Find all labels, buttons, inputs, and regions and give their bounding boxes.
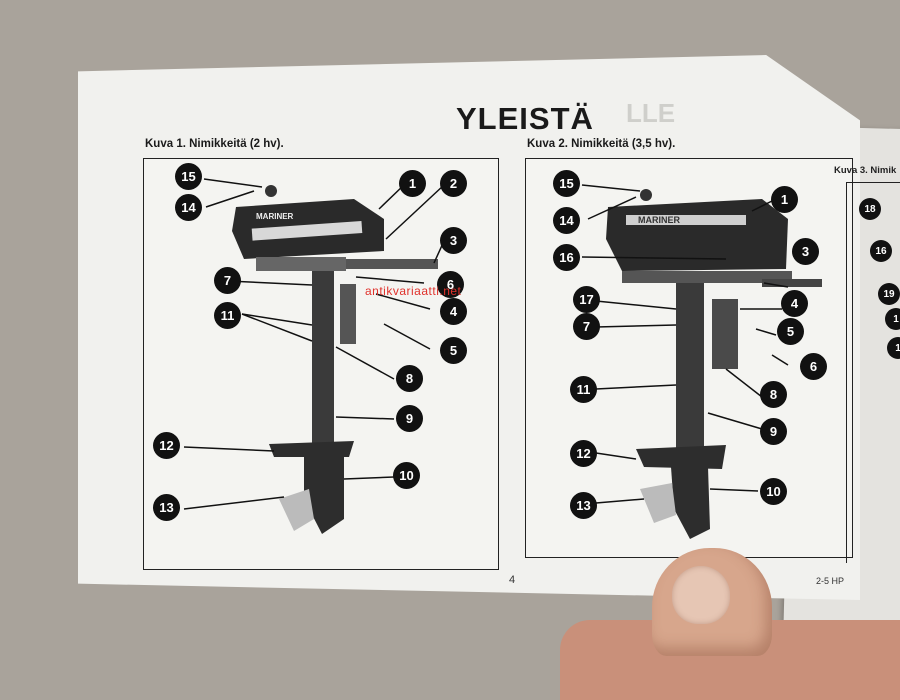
figure2-callout-14: 14 [553, 207, 580, 234]
figure2-callout-12: 12 [570, 440, 597, 467]
figure2-callout-7: 7 [573, 313, 600, 340]
figure1-callout-4: 4 [440, 298, 467, 325]
figure1-callout-2: 2 [440, 170, 467, 197]
figure2-callout-1: 1 [771, 186, 798, 213]
figure3-callout-1b: 1 [887, 337, 900, 359]
figure1-callout-15: 15 [175, 163, 202, 190]
figure1-callout-14: 14 [175, 194, 202, 221]
model-code: 2-5 HP [816, 576, 845, 586]
figure3-caption: Kuva 3. Nimik [834, 165, 897, 176]
figure3-callout-16: 16 [870, 240, 892, 262]
figure1-callout-1: 1 [399, 170, 426, 197]
figure3-callout-18: 18 [859, 198, 881, 220]
figure1-callout-11: 11 [214, 302, 241, 329]
figure3-frame [846, 182, 900, 563]
figure1-callout-9: 9 [396, 405, 423, 432]
figure3-callout-19: 19 [878, 283, 900, 305]
figure2-caption: Kuva 2. Nimikkeitä (3,5 hv). [527, 138, 676, 150]
figure1-callout-8: 8 [396, 365, 423, 392]
figure3-callout-1a: 1 [885, 308, 900, 330]
figure1-frame: MARINER [143, 158, 499, 570]
figure1-callout-12: 12 [153, 432, 180, 459]
figure1-motor-drawing: MARINER [183, 178, 445, 534]
figure2-callout-8: 8 [760, 381, 787, 408]
page-title: YLEISTÄ [456, 101, 594, 136]
figure1-callout-13: 13 [153, 494, 180, 521]
figure1-callout-10: 10 [393, 462, 420, 489]
watermark: antikvariaatti.net [365, 284, 462, 298]
figure2-callout-11: 11 [570, 376, 597, 403]
figure2-callout-9: 9 [760, 418, 787, 445]
figure2-callout-6: 6 [800, 353, 827, 380]
show-through-heading: LLE [626, 98, 676, 128]
page-number: 4 [509, 574, 516, 586]
figure1-caption: Kuva 1. Nimikkeitä (2 hv). [145, 138, 284, 150]
figure2-motor-drawing: MARINER [581, 184, 822, 539]
thumbnail [672, 566, 730, 624]
figure1-callout-6: 6 [437, 271, 464, 298]
figure1-callout-5: 5 [440, 337, 467, 364]
figure2-callout-16: 16 [553, 244, 580, 271]
figure2-callout-5: 5 [777, 318, 804, 345]
figure1-callout-3: 3 [440, 227, 467, 254]
figure1-callout-7: 7 [214, 267, 241, 294]
figure2-callout-4: 4 [781, 290, 808, 317]
figure2-callout-17: 17 [573, 286, 600, 313]
figure2-callout-10: 10 [760, 478, 787, 505]
figure2-callout-13: 13 [570, 492, 597, 519]
figure2-brand-label: MARINER [638, 215, 680, 225]
figure2-frame: MARINER [525, 158, 853, 558]
figure2-callout-15: 15 [553, 170, 580, 197]
figure2-callout-3: 3 [792, 238, 819, 265]
figure1-brand-label: MARINER [256, 212, 294, 221]
